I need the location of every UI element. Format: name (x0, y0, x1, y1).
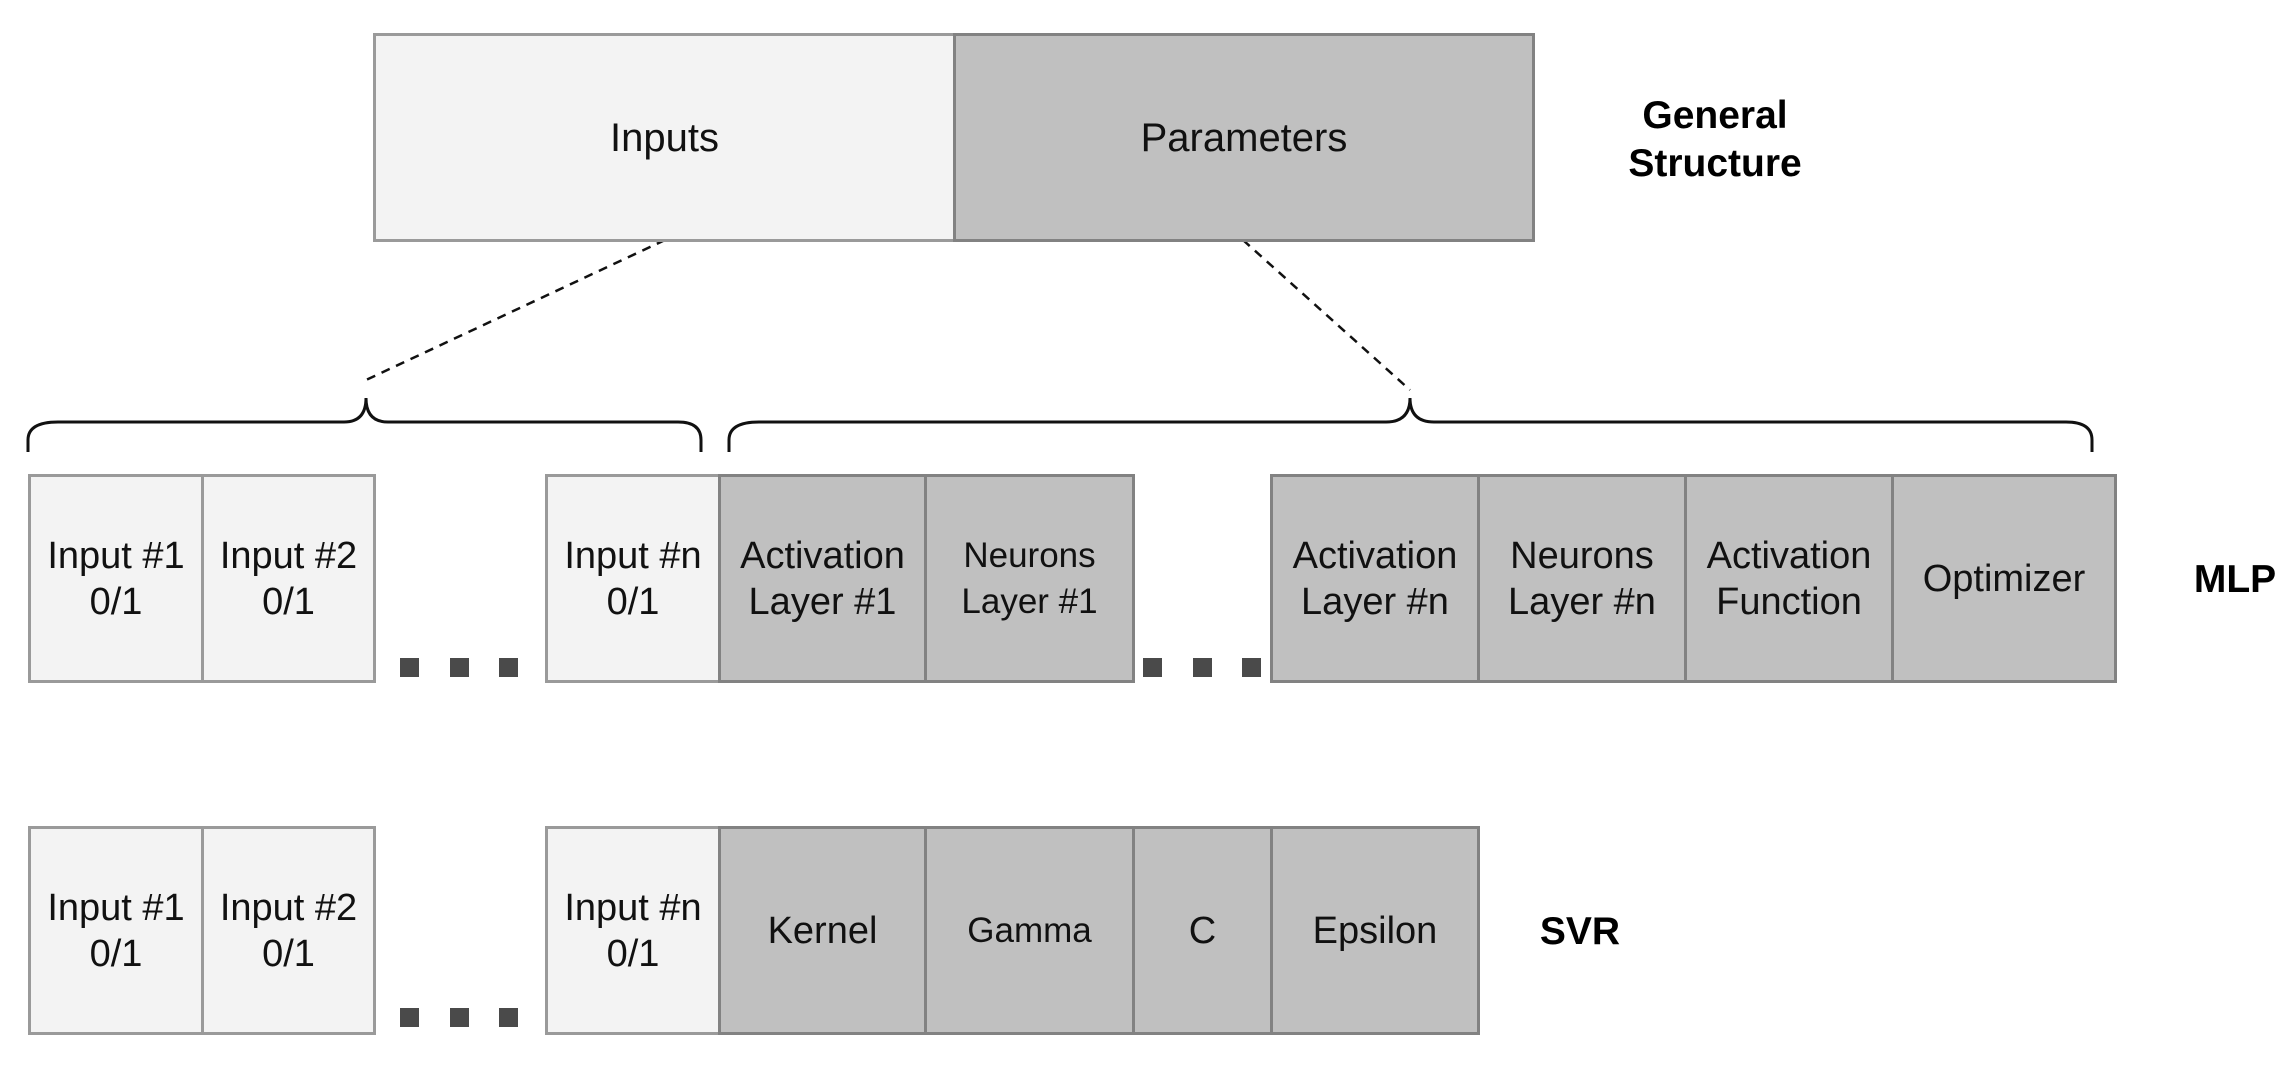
mlp-neurons-layer-n: Neurons Layer #n (1477, 474, 1687, 683)
svr-c: C (1132, 826, 1273, 1035)
mlp-layer-ellipsis (1143, 658, 1261, 678)
svr-input-n: Input #n 0/1 (545, 826, 721, 1035)
mlp-activation-layer-1: Activation Layer #1 (718, 474, 927, 683)
ellipsis-dot (400, 658, 419, 677)
parameters-brace (727, 397, 2094, 452)
mlp-activation-layer-n: Activation Layer #n (1270, 474, 1480, 683)
general-structure-label: General Structure (1628, 94, 1802, 185)
parameters-block: Parameters (953, 33, 1535, 242)
ellipsis-dot (499, 658, 518, 677)
parameters-dashed-connector (1242, 239, 1411, 391)
mlp-neurons-layer-1: Neurons Layer #1 (924, 474, 1135, 683)
ellipsis-dot (499, 1008, 518, 1027)
mlp-input-1: Input #1 0/1 (28, 474, 204, 683)
svr-epsilon: Epsilon (1270, 826, 1480, 1035)
mlp-activation-function: Activation Function (1684, 474, 1894, 683)
svr-input-1: Input #1 0/1 (28, 826, 204, 1035)
svr-input-ellipsis (400, 1008, 518, 1028)
inputs-block: Inputs (373, 33, 956, 242)
svr-gamma: Gamma (924, 826, 1135, 1035)
ellipsis-dot (1143, 658, 1162, 677)
ellipsis-dot (400, 1008, 419, 1027)
svr-row-label: SVR (1539, 910, 1621, 953)
svr-kernel: Kernel (718, 826, 927, 1035)
mlp-input-n: Input #n 0/1 (545, 474, 721, 683)
ellipsis-dot (1242, 658, 1261, 677)
mlp-row-label: MLP (2193, 558, 2277, 601)
ellipsis-dot (449, 1008, 469, 1027)
mlp-input-ellipsis (400, 658, 518, 678)
ellipsis-dot (449, 658, 469, 677)
svr-input-2: Input #2 0/1 (201, 826, 376, 1035)
inputs-dashed-connector (365, 238, 666, 382)
mlp-input-2: Input #2 0/1 (201, 474, 376, 683)
inputs-brace (26, 397, 703, 452)
ellipsis-dot (1192, 658, 1212, 677)
mlp-optimizer: Optimizer (1891, 474, 2117, 683)
